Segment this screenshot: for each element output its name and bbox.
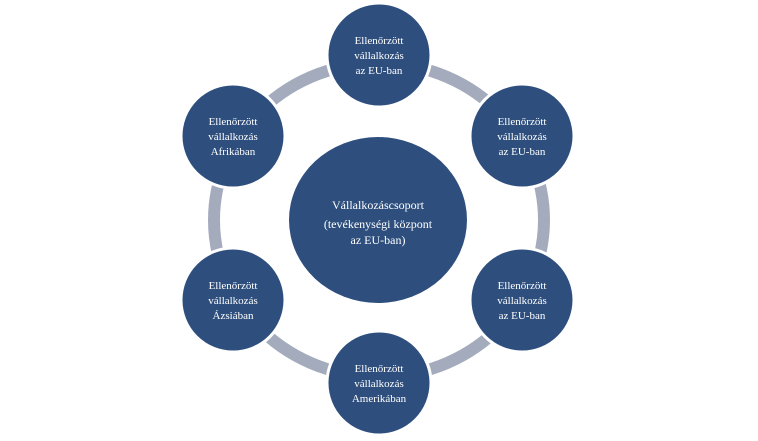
node-asia-line-2: vállalkozás	[208, 295, 257, 307]
node-eu-upper-right-line-1: Ellenőrzött	[498, 116, 547, 128]
node-eu-upper-right-line-2: vállalkozás	[497, 131, 546, 143]
node-america: Ellenőrzött vállalkozás Amerikában	[325, 329, 433, 437]
node-eu-upper-right-line-3: az EU-ban	[499, 146, 546, 158]
node-eu-upper-right: Ellenőrzött vállalkozás az EU-ban	[468, 82, 576, 190]
center-node-line-3: az EU-ban)	[351, 233, 406, 247]
node-asia-line-3: Ázsiában	[213, 310, 254, 322]
center-node: Vállalkozáscsoport (tevékenységi központ…	[289, 137, 467, 303]
center-node-line-2: (tevékenységi központ	[324, 217, 433, 231]
node-america-line-3: Amerikában	[352, 393, 407, 405]
node-eu-top-line-1: Ellenőrzött	[355, 35, 404, 47]
node-eu-top-circle	[325, 1, 433, 109]
node-eu-top-line-3: az EU-ban	[356, 65, 403, 77]
node-africa-line-3: Afrikában	[211, 146, 256, 158]
center-node-circle	[289, 137, 467, 303]
node-africa-line-1: Ellenőrzött	[209, 116, 258, 128]
node-eu-lower-right-line-2: vállalkozás	[497, 295, 546, 307]
node-america-circle	[325, 329, 433, 437]
node-africa-circle	[179, 82, 287, 190]
node-eu-top: Ellenőrzött vállalkozás az EU-ban	[325, 1, 433, 109]
node-asia-line-1: Ellenőrzött	[209, 280, 258, 292]
node-africa: Ellenőrzött vállalkozás Afrikában	[179, 82, 287, 190]
node-eu-lower-right-line-3: az EU-ban	[499, 310, 546, 322]
center-node-line-1: Vállalkozáscsoport	[332, 198, 425, 212]
node-america-line-1: Ellenőrzött	[355, 363, 404, 375]
node-asia: Ellenőrzött vállalkozás Ázsiában	[179, 246, 287, 354]
node-eu-lower-right-line-1: Ellenőrzött	[498, 280, 547, 292]
node-eu-top-line-2: vállalkozás	[354, 50, 403, 62]
node-america-line-2: vállalkozás	[354, 378, 403, 390]
node-africa-line-2: vállalkozás	[208, 131, 257, 143]
node-eu-upper-right-circle	[468, 82, 576, 190]
node-eu-lower-right-circle	[468, 246, 576, 354]
node-eu-lower-right: Ellenőrzött vállalkozás az EU-ban	[468, 246, 576, 354]
node-asia-circle	[179, 246, 287, 354]
